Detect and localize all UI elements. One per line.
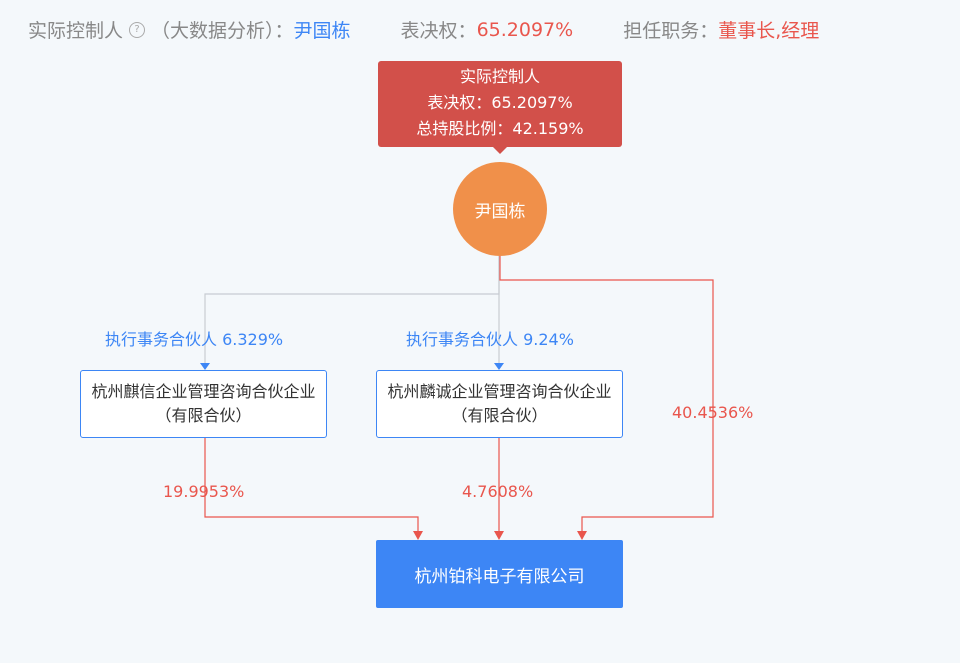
position-value: 董事长,经理: [718, 20, 820, 42]
arrow-t1: [413, 531, 423, 540]
position-label: 担任职务：: [623, 20, 719, 42]
edge-label-mid-target: 4.7608%: [462, 482, 534, 501]
voting-value: 65.2097%: [476, 18, 574, 41]
edge-left-target: [204, 438, 419, 532]
voting-label: 表决权：: [400, 20, 477, 42]
controller-label: 实际控制人: [28, 20, 124, 42]
arrow-t2: [494, 531, 504, 540]
help-icon[interactable]: ?: [129, 21, 146, 38]
controller-summary: 实际控制人 ? （大数据分析）： 尹国栋 表决权： 65.2097% 担任职务：…: [28, 16, 819, 43]
edge-person-target: [499, 256, 714, 532]
edge-label-left: 执行事务合伙人 6.329%: [105, 330, 284, 349]
controller-name-link[interactable]: 尹国栋: [293, 20, 351, 42]
tooltip-holding: 总持股比例：42.159%: [416, 119, 584, 138]
tooltip-voting: 表决权：65.2097%: [427, 93, 573, 112]
company-node-mid[interactable]: 杭州麟诚企业管理咨询合伙企业（有限合伙）: [376, 370, 623, 438]
company-node-left[interactable]: 杭州麒信企业管理咨询合伙企业（有限合伙）: [80, 370, 327, 438]
tooltip-title: 实际控制人: [459, 67, 540, 86]
arrow-t3: [577, 531, 587, 540]
arrow-left: [200, 363, 210, 370]
arrow-mid: [494, 363, 504, 370]
person-node[interactable]: 尹国栋: [453, 162, 547, 256]
edge-label-direct: 40.4536%: [672, 403, 754, 422]
edge-label-left-target: 19.9953%: [163, 482, 245, 501]
edge-label-mid: 执行事务合伙人 9.24%: [406, 330, 574, 349]
analysis-note: （大数据分析）：: [151, 20, 294, 42]
target-company-node[interactable]: 杭州铂科电子有限公司: [376, 540, 623, 608]
controller-tooltip: 实际控制人 表决权：65.2097% 总持股比例：42.159%: [378, 61, 622, 154]
